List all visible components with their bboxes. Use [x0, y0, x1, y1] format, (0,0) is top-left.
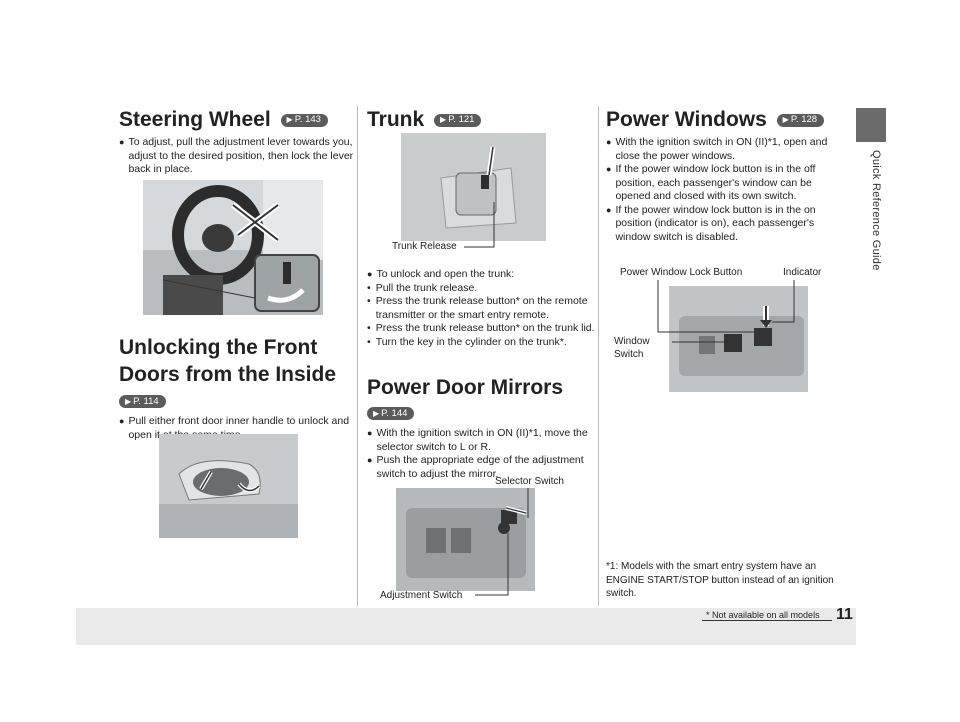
bullet-text: To adjust, pull the adjustment lever tow… — [128, 136, 354, 176]
bullet-item: ● With the ignition switch in ON (II)*1,… — [606, 136, 838, 163]
arrow-icon: ▶ — [125, 396, 132, 406]
callout-indicator: Indicator — [783, 267, 822, 278]
bullet-icon: ● — [119, 137, 125, 148]
unlocking-section: Unlocking the Front Doors from the Insid… — [119, 336, 359, 442]
mirror-switch-illustration — [396, 488, 535, 591]
section-title: Power Door Mirrors — [367, 376, 597, 400]
ref-text: P. 144 — [381, 408, 408, 420]
bullet-icon: ● — [367, 428, 373, 439]
trunk-release-photo — [401, 133, 546, 241]
steering-title: Steering Wheel — [119, 108, 271, 131]
column-divider — [598, 106, 599, 606]
trunk-title: Trunk — [367, 108, 425, 131]
steering-wheel-illustration — [143, 180, 323, 315]
trunk-section: Trunk ▶P. 121 — [367, 108, 597, 132]
footnote-rule — [702, 620, 832, 621]
list-item: • Press the trunk release button* on the… — [367, 295, 597, 322]
bullet-icon: ● — [606, 204, 612, 215]
unlocking-title-line-2: Doors from the Inside — [119, 363, 337, 387]
arrow-icon: ▶ — [782, 114, 789, 124]
bullet-text: If the power window lock button is in th… — [615, 163, 816, 203]
bullet-item: ● Push the appropriate edge of the adjus… — [367, 454, 597, 481]
mirrors-title: Power Door Mirrors — [367, 376, 564, 399]
list-item: • Press the trunk release button* on the… — [367, 322, 597, 336]
bullet-text: To unlock and open the trunk: — [376, 268, 515, 280]
footnote-text: * Not available on all models — [706, 610, 820, 620]
list-item-text: Turn the key in the cylinder on the trun… — [375, 335, 567, 348]
page-ref-button[interactable]: ▶P. 121 — [434, 113, 482, 127]
bullet-icon: • — [367, 281, 371, 294]
page-ref-button[interactable]: ▶P. 144 — [367, 407, 415, 421]
windows-section: Power Windows ▶P. 128 ● With the ignitio… — [606, 108, 838, 244]
arrow-icon: ▶ — [286, 114, 293, 124]
footer-band — [76, 608, 856, 645]
bullet-item: ● If the power window lock button is in … — [606, 204, 838, 245]
mirrors-section: Power Door Mirrors ▶P. 144 ● With the ig… — [367, 376, 597, 481]
bullet-icon: ● — [606, 164, 612, 175]
callout-leader-lines — [475, 488, 529, 596]
page-ref-button[interactable]: ▶P. 128 — [776, 113, 825, 127]
bullet-icon: ● — [367, 269, 373, 279]
callout-leader-lines — [657, 280, 795, 343]
ignition-footnote: *1: Models with the smart entry system h… — [606, 561, 834, 599]
section-title: Steering Wheel ▶P. 143 — [119, 108, 359, 132]
list-item-text: Press the trunk release button* on the t… — [375, 322, 595, 334]
ref-text: P. 128 — [790, 113, 818, 125]
bullet-icon: ● — [367, 455, 373, 466]
window-switch-illustration — [669, 286, 808, 392]
arrow-icon: ▶ — [440, 114, 447, 124]
callout-adjustment-switch: Adjustment Switch — [380, 590, 463, 601]
section-title: Trunk ▶P. 121 — [367, 108, 597, 132]
page-ref-button[interactable]: ▶P. 143 — [280, 113, 328, 127]
arrow-icon: ▶ — [373, 409, 380, 419]
section-title: Unlocking the Front Doors from the Insid… — [119, 336, 359, 387]
bullet-text: Push the appropriate edge of the adjustm… — [376, 454, 584, 480]
steering-section: Steering Wheel ▶P. 143 ● To adjust, pull… — [119, 108, 359, 177]
steering-wheel-photo — [143, 180, 323, 315]
page-number: 11 — [836, 606, 853, 623]
trunk-instructions: ● To unlock and open the trunk: • Pull t… — [367, 268, 597, 349]
page-ref-button[interactable]: ▶P. 114 — [119, 394, 166, 408]
door-handle-illustration — [159, 434, 298, 538]
bullet-icon: • — [367, 335, 371, 348]
door-handle-photo — [159, 434, 298, 538]
callout-lock-button: Power Window Lock Button — [620, 267, 743, 278]
trunk-release-illustration — [401, 133, 546, 241]
list-item: • Turn the key in the cylinder on the tr… — [367, 336, 597, 350]
callout-window-line-2: Switch — [614, 349, 644, 360]
mirror-switch-photo — [396, 488, 535, 591]
list-item: • Pull the trunk release. — [367, 282, 597, 296]
callout-trunk-release: Trunk Release — [392, 241, 457, 252]
bullet-icon: ● — [119, 416, 125, 427]
bullet-text: If the power window lock button is in th… — [615, 203, 816, 243]
callout-selector-switch: Selector Switch — [495, 476, 564, 487]
ref-text: P. 143 — [294, 113, 321, 125]
callout-window-switch: Window Switch — [614, 335, 650, 361]
list-item-text: Pull the trunk release. — [375, 281, 478, 294]
bullet-item: ● If the power window lock button is in … — [606, 163, 838, 204]
bullet-text: With the ignition switch in ON (II)*1, m… — [376, 427, 588, 453]
bullet-icon: • — [367, 295, 371, 307]
column-divider — [357, 106, 358, 606]
ref-text: P. 114 — [133, 395, 159, 407]
ref-text: P. 121 — [448, 113, 475, 125]
side-section-label: Quick Reference Guide — [870, 150, 882, 271]
side-tab-marker — [856, 108, 886, 142]
bullet-item: ● To adjust, pull the adjustment lever t… — [119, 136, 359, 177]
bullet-icon: ● — [606, 137, 612, 148]
list-item-text: Press the trunk release button* on the r… — [375, 295, 588, 321]
windows-title: Power Windows — [606, 108, 767, 131]
section-title: Power Windows ▶P. 128 — [606, 108, 838, 132]
bullet-text: With the ignition switch in ON (II)*1, o… — [615, 136, 828, 162]
window-switch-photo — [669, 286, 808, 392]
callout-leader-line — [464, 202, 495, 248]
bullet-icon: • — [367, 322, 371, 334]
bullet-item: ● To unlock and open the trunk: — [367, 268, 597, 282]
callout-window-line-1: Window — [614, 336, 650, 347]
bullet-item: ● With the ignition switch in ON (II)*1,… — [367, 427, 597, 454]
unlocking-title-line-1: Unlocking the Front — [119, 336, 318, 359]
